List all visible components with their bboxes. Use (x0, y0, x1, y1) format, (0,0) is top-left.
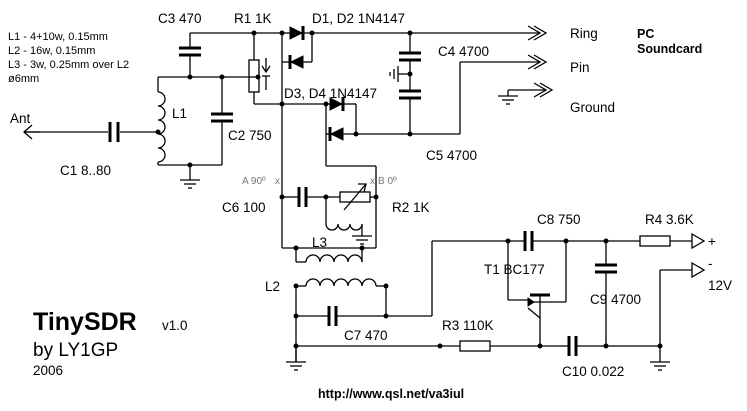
inductor-l2: L2 (265, 278, 386, 294)
capacitor-c10: C10 0.022 (540, 336, 660, 379)
capacitor-c8: C8 750 (523, 212, 640, 251)
c1-label: C1 8..80 (60, 163, 111, 178)
r1-label: R1 1K (234, 11, 272, 26)
c4-label: C4 4700 (438, 44, 489, 59)
c3-label: C3 470 (158, 11, 202, 26)
ring-label: Ring (570, 26, 598, 41)
pin-output: Pin (410, 54, 590, 135)
transistor-t1: T1 BC177 (484, 241, 567, 346)
capacitor-c2: C2 750 (211, 77, 272, 165)
ant-label: Ant (10, 111, 31, 126)
supply-label: 12V (708, 278, 732, 293)
note-l3-diameter: ø6mm (8, 73, 39, 85)
pin-label: Pin (570, 60, 590, 75)
capacitor-c4: C4 4700 (399, 33, 489, 90)
diodes-d3-d4: D3, D4 1N4147 (281, 62, 410, 248)
test-point-a: A 90º (242, 176, 266, 187)
note-l3: L3 - 3w, 0.25mm over L2 (8, 59, 129, 71)
capacitor-c9: C9 4700 (590, 241, 641, 346)
inductor-l1: L1 (157, 77, 187, 165)
minus-label: - (708, 256, 713, 271)
inductor-l3: L3 (312, 197, 372, 250)
title-block: TinySDR v1.0 by LY1GP 2006 (33, 308, 188, 378)
source-url: http://www.qsl.net/va3iul (318, 387, 464, 401)
potentiometer-r1: R1 1K (234, 11, 282, 105)
capacitor-c7: C7 470 (295, 286, 388, 362)
r2-label: R2 1K (392, 200, 430, 215)
ground-l1 (180, 165, 200, 189)
ring-output: Ring (410, 25, 598, 41)
t1-label: T1 BC177 (484, 262, 545, 277)
capacitor-c3: C3 470 (158, 11, 282, 77)
l1-label: L1 (172, 106, 187, 121)
c9-label: C9 4700 (590, 292, 641, 307)
winding-notes: L1 - 4+10w, 0.15mm L2 - 16w, 0.15mm L3 -… (8, 31, 129, 85)
capacitor-c5: C5 4700 (399, 89, 477, 163)
supply-terminals: + - 12V (660, 232, 732, 293)
svg-text:x: x (370, 176, 375, 187)
ground-bottom-left (286, 346, 306, 371)
antenna-input: Ant (10, 111, 108, 140)
soundcard-label: Soundcard (637, 42, 702, 56)
potentiometer-r2: R2 1K (339, 183, 430, 215)
c2-label: C2 750 (228, 128, 272, 143)
title: TinySDR (33, 308, 137, 336)
c7-label: C7 470 (344, 328, 388, 343)
plus-label: + (708, 234, 716, 249)
d12-label: D1, D2 1N4147 (312, 11, 405, 26)
c8-label: C8 750 (537, 212, 581, 227)
c5-label: C5 4700 (426, 148, 477, 163)
resistor-r3: R3 110K (442, 318, 540, 352)
diodes-d1-d2: D1, D2 1N4147 (281, 11, 410, 69)
ground-bottom-right (650, 270, 670, 371)
year: 2006 (33, 363, 63, 378)
resistor-r4: R4 3.6K (639, 212, 694, 247)
pc-label: PC (637, 27, 654, 41)
d34-label: D3, D4 1N4147 (284, 86, 377, 101)
ground-center (389, 66, 410, 82)
l3-label: L3 (312, 235, 327, 250)
l2-label: L2 (265, 279, 280, 294)
capacitor-c1: C1 8..80 (60, 122, 158, 178)
note-l2: L2 - 16w, 0.15mm (8, 45, 95, 57)
capacitor-c6: C6 100 (222, 187, 340, 215)
note-l1: L1 - 4+10w, 0.15mm (8, 31, 108, 43)
inductor-l2-top (295, 248, 363, 263)
ground-label: Ground (570, 100, 615, 115)
test-point-b: B 0º (378, 176, 397, 187)
r3-label: R3 110K (442, 318, 494, 333)
c6-label: C6 100 (222, 200, 266, 215)
version: v1.0 (162, 318, 188, 333)
c10-label: C10 0.022 (562, 364, 624, 379)
ground-output: Ground (498, 82, 615, 115)
svg-text:x: x (275, 176, 280, 187)
r4-label: R4 3.6K (645, 212, 694, 227)
author: by LY1GP (33, 340, 118, 361)
